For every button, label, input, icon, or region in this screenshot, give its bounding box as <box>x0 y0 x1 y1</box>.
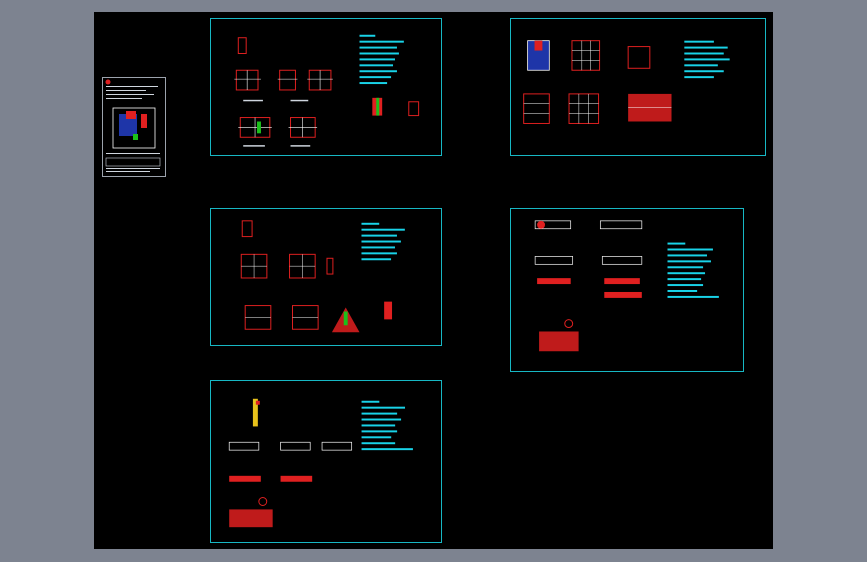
drawing-sheet-top-right[interactable] <box>510 18 766 156</box>
sheet-1-drawing <box>234 34 420 147</box>
sheet-3-drawing <box>240 220 405 333</box>
title-block-drawing <box>105 79 161 172</box>
title-block-sheet[interactable] <box>102 77 166 177</box>
drawing-sheet-top-left[interactable] <box>210 18 442 156</box>
sheet-5-drawing <box>228 398 413 528</box>
sheet-4-drawing <box>534 220 719 352</box>
drawing-sheet-middle-right[interactable] <box>510 208 744 372</box>
drawing-sheet-bottom-left[interactable] <box>210 380 442 543</box>
sheet-2-drawing <box>523 40 730 124</box>
drawing-sheet-middle-left[interactable] <box>210 208 442 346</box>
cad-model-space[interactable] <box>94 12 773 549</box>
